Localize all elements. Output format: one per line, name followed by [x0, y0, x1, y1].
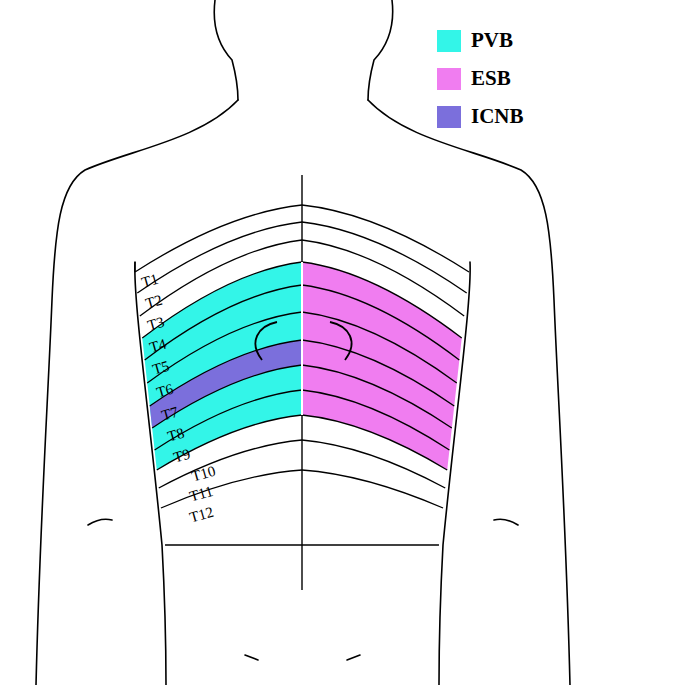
dermatome-label: T9: [172, 447, 192, 466]
right-shoulder-arm: [368, 100, 570, 685]
legend-row: ESB: [437, 66, 511, 91]
dermatome-boundary: [302, 470, 443, 508]
right-elbow-mark: [494, 519, 518, 525]
breast-curve: [330, 322, 352, 360]
legend-row: ICNB: [437, 104, 524, 129]
dermatome-boundary: [165, 544, 302, 545]
dermatome-boundary: [142, 262, 302, 338]
navel-mark: [347, 655, 360, 660]
dermatome-boundary: [137, 222, 302, 293]
dermatome-boundary: [302, 440, 445, 488]
dermatome-label: T1: [140, 272, 160, 291]
legend-swatch: [437, 106, 461, 128]
dermatome-boundary: [150, 340, 302, 406]
breast-curve: [255, 322, 277, 360]
dermatome-boundary: [302, 222, 467, 293]
legend-swatch: [437, 68, 461, 90]
esb-region: [302, 262, 462, 470]
dermatome-boundary: [140, 240, 302, 316]
legend-text: ICNB: [471, 104, 524, 129]
midline: [301, 175, 302, 590]
icnb-region: [150, 340, 302, 428]
dermatome-boundary: [135, 205, 302, 272]
dermatome-label: T12: [188, 505, 215, 526]
breast-marks: [255, 322, 351, 360]
body-outline: [36, 0, 570, 685]
dermatome-boundary: [302, 312, 457, 383]
legend-text: ESB: [471, 66, 511, 91]
left-shoulder-arm: [36, 100, 238, 685]
dermatome-boundary: [145, 285, 302, 360]
legend-text: PVB: [471, 28, 513, 53]
left-elbow-mark: [88, 519, 112, 525]
dermatome-boundary: [155, 390, 302, 450]
legend-row: PVB: [437, 28, 513, 53]
dermatome-boundary: [302, 340, 454, 406]
dermatome-label: T10: [190, 464, 217, 485]
legend-swatch: [437, 30, 461, 52]
midline-gap: [301, 262, 303, 415]
dermatome-label: T11: [188, 484, 215, 505]
pvb-region: [142, 262, 302, 470]
dermatome-boundary: [159, 440, 302, 488]
dermatome-boundary: [161, 470, 302, 508]
dermatome-boundary: [302, 205, 469, 272]
dermatome-boundary: [302, 240, 464, 316]
dermatome-label: T2: [144, 293, 164, 312]
dermatome-boundary: [302, 544, 439, 545]
right-torso-side: [439, 262, 470, 685]
head-neck-left: [214, 0, 238, 100]
dermatome-boundary: [147, 312, 302, 383]
left-torso-side: [135, 262, 166, 685]
navel-mark: [245, 655, 258, 660]
dermatome-boundary: [302, 390, 449, 450]
dermatome-boundary: [302, 262, 462, 338]
head-neck-right: [368, 0, 393, 100]
dermatome-boundary: [302, 285, 459, 360]
